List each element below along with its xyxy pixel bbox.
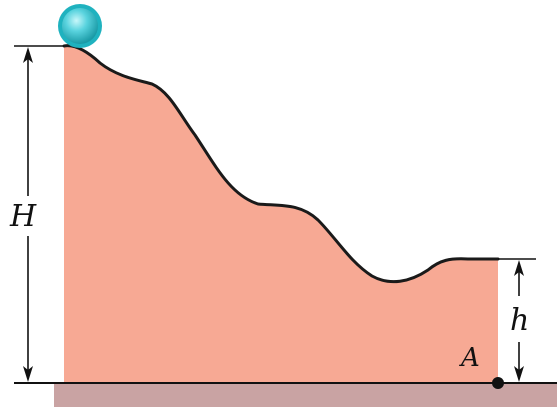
ball-icon bbox=[58, 4, 102, 48]
dimension-h-arrow bbox=[514, 260, 524, 382]
point-A-label: A bbox=[459, 343, 480, 373]
ground-strip bbox=[54, 384, 557, 407]
point-A-marker bbox=[492, 377, 504, 389]
track-curve bbox=[62, 44, 500, 284]
dimension-h-label: h bbox=[510, 303, 529, 338]
hill-region bbox=[64, 45, 498, 384]
dimension-H-label: H bbox=[9, 199, 37, 234]
dimension-H-arrow bbox=[23, 47, 33, 382]
